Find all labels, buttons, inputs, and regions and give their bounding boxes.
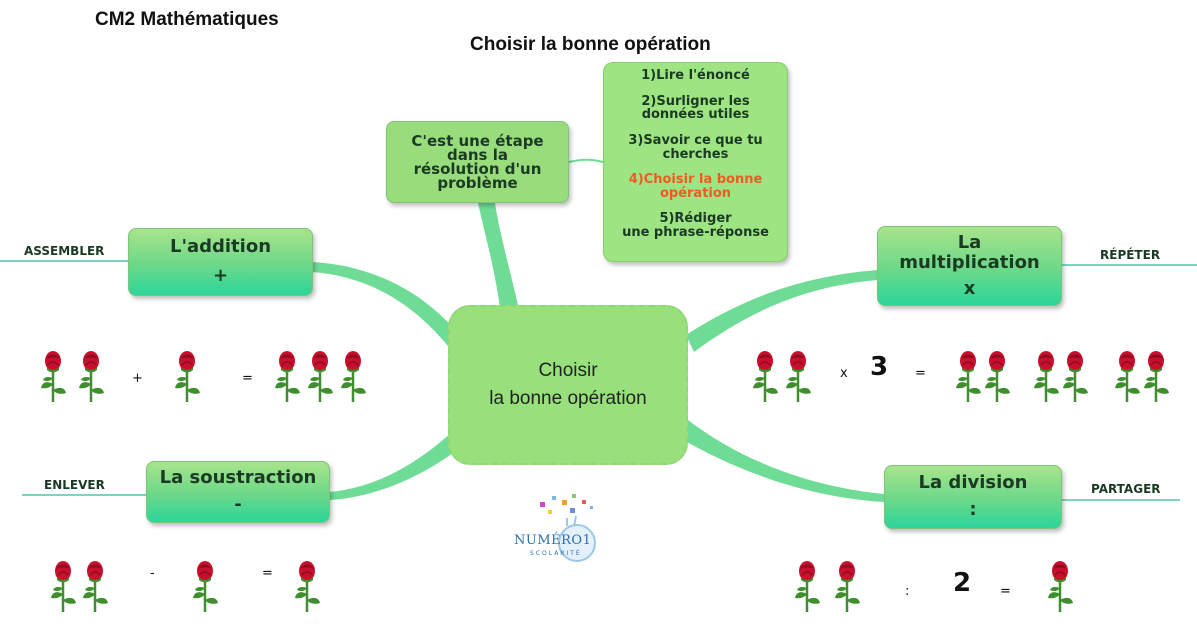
addition-expr-equals: = [242,371,253,386]
branch-subtraction [330,432,460,500]
multiplication-expr-factor: 3 [870,352,889,382]
rose-icon [77,350,106,402]
rose-icon [173,350,202,402]
multiplication-symbol: x [963,277,976,299]
multiplication-expr-equals: = [915,366,926,381]
keyword-assembler: ASSEMBLER [24,244,105,258]
rose-icon [191,560,220,612]
logo-text: NUMÉRO1 [514,533,592,548]
addition-name: L'addition [169,236,272,258]
rose-icon [1142,350,1171,402]
rose-icon [793,560,822,612]
subtraction-name: La soustraction [159,467,317,489]
rose-icon [1061,350,1090,402]
rose-icon [273,350,302,402]
rose-icon [306,350,335,402]
subtraction-expr-equals: = [262,566,273,581]
numero1-logo-icon [540,494,596,562]
step-node-line: C'est une étape [411,131,544,150]
rose-icon [49,560,78,612]
branch-addition [312,262,455,346]
level-title: CM2 Mathématiques [95,9,279,30]
keyword-enlever: ENLEVER [44,478,105,492]
keyword-repeter: RÉPÉTER [1100,248,1161,262]
multiplication-expr-times: x [840,366,848,381]
step-node-line: dans la [447,145,508,164]
center-line2: la bonne opération [489,388,647,409]
subtraction-expr-minus: - [150,566,155,581]
rose-icon [833,560,862,612]
division-node: La division : [884,465,1062,529]
keyword-partager: PARTAGER [1091,482,1161,496]
division-expr-equals: = [1000,584,1011,599]
main-title: Choisir la bonne opération [470,34,711,55]
rose-icon [39,350,68,402]
multiplication-name-2: multiplication [899,252,1040,274]
subtraction-node: La soustraction - [146,461,330,523]
branch-division [680,420,884,502]
rose-icon [1113,350,1142,402]
division-name: La division [918,472,1028,494]
addition-symbol: + [212,265,229,286]
branch-multiplication [686,270,878,352]
rose-icon [751,350,780,402]
division-expr-div: : [905,584,910,599]
division-expr-divisor: 2 [953,568,972,598]
multiplication-node: La multiplication x [877,226,1062,306]
step-node-line: résolution d'un [413,160,542,178]
rose-icon [1032,350,1061,402]
rose-icon [784,350,813,402]
center-line1: Choisir [538,360,598,382]
addition-expr-plus: + [132,371,143,386]
logo-subtext: SCOLARITÉ [530,550,582,557]
rose-icon [81,560,110,612]
subtraction-symbol: - [234,494,242,515]
branch-steps-list [568,158,604,163]
branch-step [478,203,518,308]
addition-node: L'addition + [128,228,313,296]
rose-icon [293,560,322,612]
rose-icon [983,350,1012,402]
center-node: Choisir la bonne opération [448,305,688,465]
rose-icon [1046,560,1075,612]
step-item: 1)Lire l'énoncé [641,68,750,83]
step-node-line: problème [437,174,518,193]
multiplication-name-1: La [957,232,982,254]
rose-icon [954,350,983,402]
step-node: C'est une étape dans la résolution d'un … [386,121,569,203]
division-symbol: : [969,499,977,520]
rose-icon [339,350,368,402]
